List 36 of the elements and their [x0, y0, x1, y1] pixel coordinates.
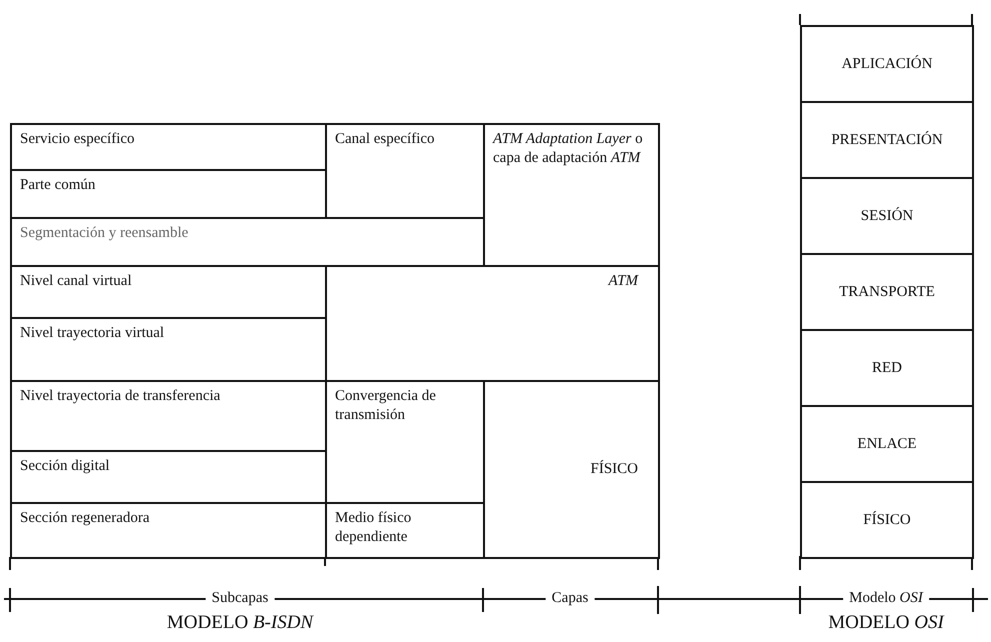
layer-name: Medio físico dependiente — [335, 509, 412, 546]
layer-box — [800, 25, 974, 103]
model-title: MODELO B-ISDN — [166, 612, 314, 634]
layer-name: APLICACIÓN — [842, 54, 932, 74]
layer-name: Sección digital — [20, 457, 110, 476]
layer-name: ATM — [608, 272, 638, 291]
layer-name: TRANSPORTE — [839, 282, 935, 302]
layer-name: RED — [872, 358, 902, 378]
layer-name: SESIÓN — [860, 206, 914, 226]
layer-box — [483, 380, 660, 559]
layer-name: Nivel trayectoria de transferencia — [20, 387, 220, 406]
layer-box — [10, 502, 327, 559]
layer-box — [800, 405, 974, 483]
layer-name: Nivel trayectoria virtual — [20, 324, 164, 343]
layer-box — [483, 123, 660, 267]
dimension-label: Subcapas — [206, 590, 274, 607]
layer-name: PRESENTACIÓN — [831, 130, 943, 150]
layer-box — [800, 329, 974, 407]
layer-box — [800, 177, 974, 255]
layer-name: Sección regeneradora — [20, 509, 150, 528]
layer-box — [800, 101, 974, 179]
layer-name: ENLACE — [857, 434, 917, 454]
model-title: MODELO OSI — [828, 612, 944, 634]
layer-name: Servicio específico — [20, 130, 135, 149]
layer-name: FÍSICO — [863, 510, 911, 530]
layer-name: FÍSICO — [590, 460, 638, 479]
layer-name: Parte común — [20, 176, 96, 195]
layer-name: Segmentación y reensamble — [20, 224, 188, 243]
layer-name: Convergencia de transmisión — [335, 387, 437, 424]
layer-box — [800, 481, 974, 559]
layer-box — [10, 123, 327, 171]
layer-name: Canal específico — [335, 130, 435, 149]
layer-box — [800, 253, 974, 331]
dimension-label: Capas — [546, 590, 594, 607]
layer-name: ATM Adaptation Layer o capa de adaptación ATM — [493, 130, 644, 168]
layer-name: Nivel canal virtual — [20, 272, 132, 291]
